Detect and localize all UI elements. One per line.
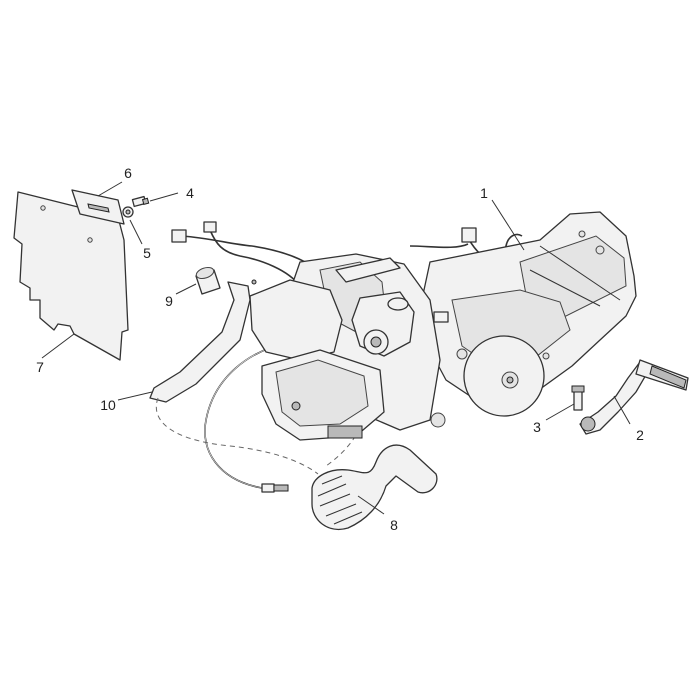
callout-8: 8 bbox=[390, 517, 398, 533]
part-5-washer bbox=[122, 206, 134, 218]
part-1-engine bbox=[249, 211, 637, 441]
callout-1: 1 bbox=[480, 185, 488, 201]
routing-dashed-line-1 bbox=[155, 397, 319, 475]
part-6-bracket bbox=[71, 189, 125, 225]
callout-5: 5 bbox=[143, 245, 151, 261]
callout-6: 6 bbox=[124, 165, 132, 181]
callout-4: 4 bbox=[186, 185, 194, 201]
part-9-spacer bbox=[195, 266, 221, 295]
part-2-kickstart-lever bbox=[579, 359, 689, 435]
part-3-bolt bbox=[571, 385, 585, 411]
callout-9: 9 bbox=[165, 293, 173, 309]
callout-2: 2 bbox=[636, 427, 644, 443]
callout-7: 7 bbox=[36, 359, 44, 375]
callout-labels: 1 2 3 4 5 6 7 8 9 10 bbox=[36, 165, 644, 533]
part-7-splash-guard bbox=[13, 191, 129, 361]
leader-lines bbox=[41, 181, 631, 515]
part-4-bolt bbox=[131, 195, 150, 208]
part-8-intake-hose bbox=[311, 444, 438, 530]
callout-10: 10 bbox=[100, 397, 116, 413]
wiring-harness bbox=[171, 221, 523, 287]
callout-3: 3 bbox=[533, 419, 541, 435]
